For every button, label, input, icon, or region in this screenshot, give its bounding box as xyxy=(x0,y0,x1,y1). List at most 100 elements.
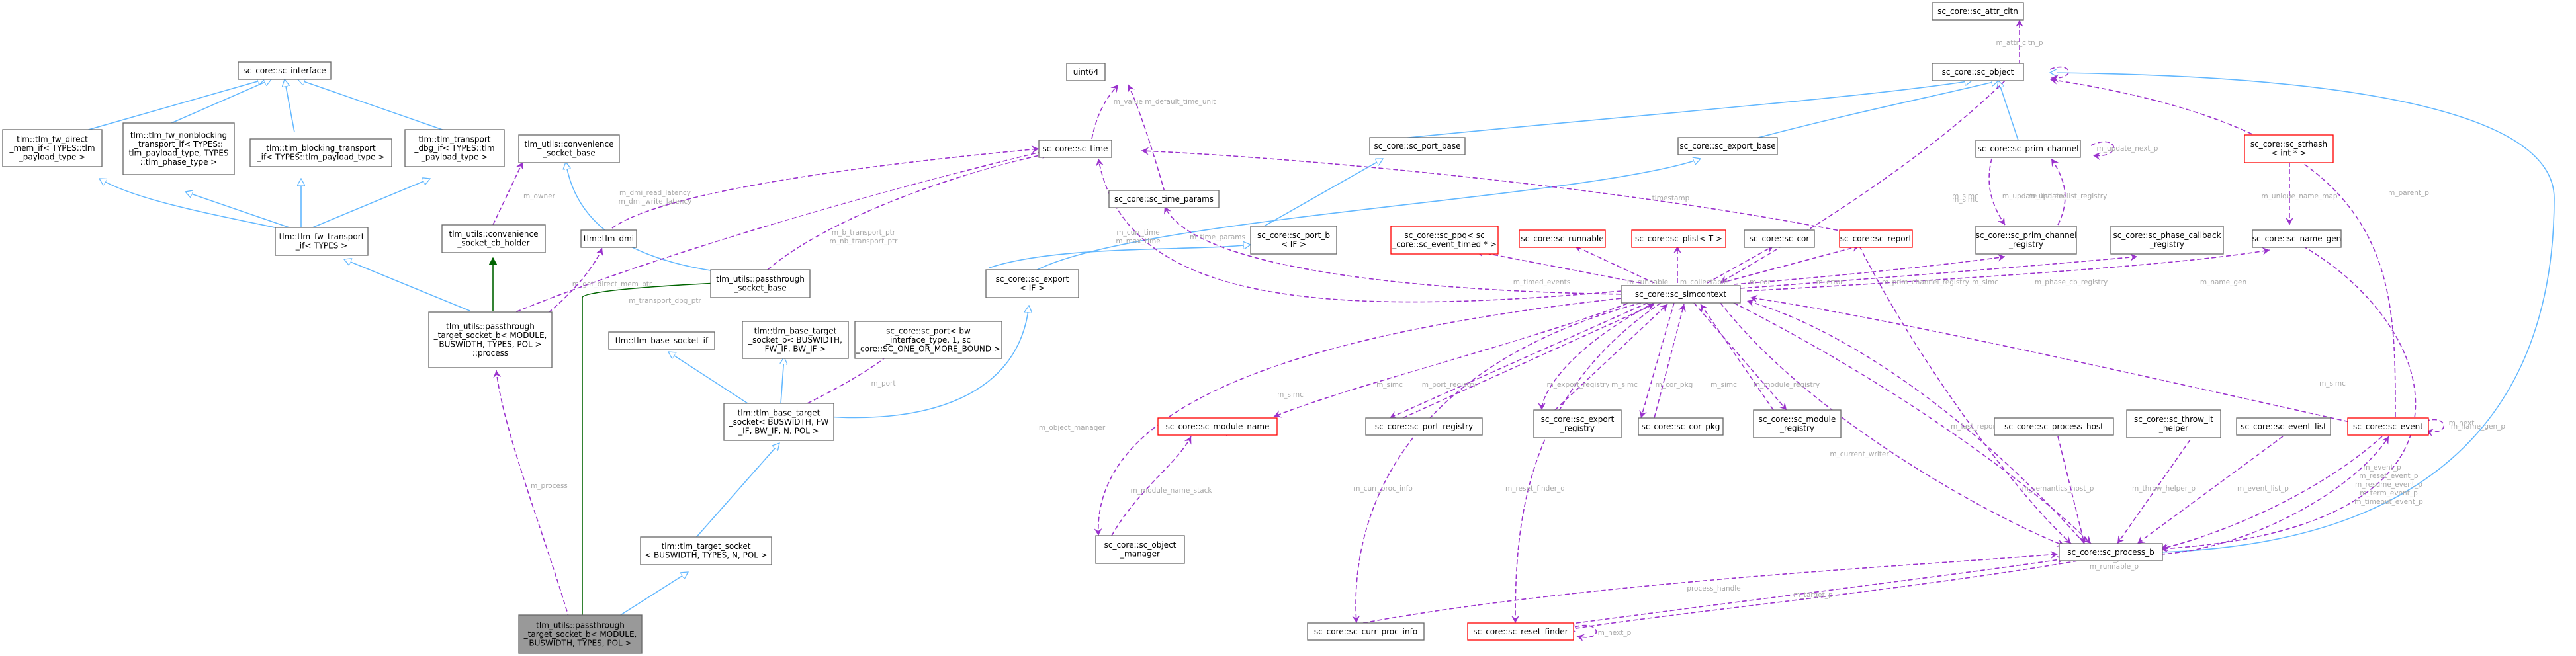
class-node-sc-object[interactable]: sc_core::sc_object xyxy=(1932,63,2024,81)
edge-label-simc: m_simc xyxy=(1952,192,1978,200)
node-label-line: _registry xyxy=(2008,240,2043,249)
node-label-line: sc_core::sc_ppq< sc xyxy=(1404,231,1484,240)
edge-basetarget-to-export xyxy=(826,306,1029,419)
class-node-sc-export-registry[interactable]: sc_core::sc_export_registry xyxy=(1533,409,1622,438)
class-node-blocking-transport-if[interactable]: tlm::tlm_blocking_transport_if< TYPES::t… xyxy=(249,138,392,167)
class-node-sc-prim-channel-registry[interactable]: sc_core::sc_prim_channel_registry xyxy=(1975,226,2077,255)
class-node-sc-module-name[interactable]: sc_core::sc_module_name xyxy=(1157,417,1278,436)
node-label-line: tlm::tlm_fw_nonblocking xyxy=(130,131,227,140)
class-node-sc-ppq[interactable]: sc_core::sc_ppq< sc_core::sc_event_timed… xyxy=(1390,226,1499,255)
class-node-sc-runnable[interactable]: sc_core::sc_runnable xyxy=(1519,229,1606,248)
class-node-fw-direct-mem-if[interactable]: tlm::tlm_fw_direct_mem_if< TYPES::tlm_pa… xyxy=(2,129,103,167)
class-node-transport-dbg-if[interactable]: tlm::tlm_transport_dbg_if< TYPES::tlm_pa… xyxy=(404,129,505,167)
class-node-sc-export-base[interactable]: sc_core::sc_export_base xyxy=(1677,137,1778,155)
class-node-tlm-base-socket-if[interactable]: tlm::tlm_base_socket_if xyxy=(608,331,715,350)
class-node-sc-attr-cltn[interactable]: sc_core::sc_attr_cltn xyxy=(1932,2,2024,20)
edge-label-event-list: m_event_list_p xyxy=(2237,485,2289,493)
class-node-sc-time[interactable]: sc_core::sc_time xyxy=(1038,140,1112,158)
class-node-sc-time-params[interactable]: sc_core::sc_time_params xyxy=(1108,190,1220,208)
class-node-passthrough-socket-base[interactable]: tlm_utils::passthrough_socket_base xyxy=(710,269,811,298)
class-node-sc-cor[interactable]: sc_core::sc_cor xyxy=(1744,229,1815,248)
node-label-line: sc_core::sc_report xyxy=(1840,234,1912,243)
class-node-sc-process-host[interactable]: sc_core::sc_process_host xyxy=(1994,417,2114,436)
class-node-sc-plist[interactable]: sc_core::sc_plist< T > xyxy=(1631,229,1726,248)
node-box xyxy=(1250,226,1337,255)
node-box xyxy=(2252,229,2342,248)
node-box xyxy=(518,614,643,654)
node-label-line: tlm_utils::convenience xyxy=(525,140,614,149)
class-node-sc-module-registry[interactable]: sc_core::sc_module_registry xyxy=(1753,409,1842,438)
class-node-sc-export[interactable]: sc_core::sc_export< IF > xyxy=(985,269,1079,298)
edge-fwdirect-to-interface xyxy=(79,79,265,133)
edge-processb-to-resetfinder xyxy=(1568,560,2078,633)
class-node-sc-throw-it-helper[interactable]: sc_core::sc_throw_it_helper xyxy=(2126,409,2221,438)
node-label-line: _socket_base xyxy=(542,149,595,158)
node-label-line: _socket_base xyxy=(733,284,786,293)
class-node-sc-port[interactable]: sc_core::sc_port< bw_interface_type, 1, … xyxy=(854,321,1002,359)
node-label-line: _dbg_if< TYPES::tlm xyxy=(414,144,494,153)
node-label-line: sc_core::sc_export_base xyxy=(1679,142,1775,151)
class-node-convenience-socket-base[interactable]: tlm_utils::convenience_socket_base xyxy=(518,134,620,163)
class-node-sc-report[interactable]: sc_core::sc_report xyxy=(1839,229,1913,248)
node-label-line: _interface_type, 1, sc xyxy=(885,335,971,345)
class-node-sc-strhash[interactable]: sc_core::sc_strhash< int * > xyxy=(2244,134,2334,163)
class-node-sc-event[interactable]: sc_core::sc_event xyxy=(2347,417,2429,436)
class-node-tlm-dmi[interactable]: tlm::tlm_dmi xyxy=(580,229,637,248)
edge-fwtransport-to-fwdirect xyxy=(99,179,279,229)
class-node-sc-name-gen[interactable]: sc_core::sc_name_gen xyxy=(2252,229,2342,248)
edge-label-prim-reg: m_prim_channel_registry xyxy=(1882,278,1969,286)
class-node-sc-process-b[interactable]: sc_core::sc_process_b xyxy=(2059,543,2163,561)
class-node-sc-object-manager[interactable]: sc_core::sc_object_manager xyxy=(1095,535,1185,564)
edge-event-to-processb xyxy=(2160,436,2383,552)
node-box xyxy=(518,134,620,163)
class-node-focus[interactable]: tlm_utils::passthrough_target_socket_b< … xyxy=(518,614,643,654)
edge-currproc-to-processb xyxy=(1362,550,2059,624)
class-node-tlm-fw-transport-if[interactable]: tlm::tlm_fw_transport_if< TYPES > xyxy=(275,227,369,256)
node-label-line: tlm::tlm_dmi xyxy=(584,234,634,243)
edge-label-update-list-registry: m_update_list_registry xyxy=(2029,192,2108,200)
node-box xyxy=(608,331,715,350)
node-box xyxy=(710,269,811,298)
class-node-tlm-base-target-socket[interactable]: tlm::tlm_base_target_socket< BUSWIDTH, F… xyxy=(723,403,834,441)
node-label-line: _if< TYPES > xyxy=(295,241,347,251)
class-node-sc-port-base[interactable]: sc_core::sc_port_base xyxy=(1369,137,1466,155)
node-label-line: _registry xyxy=(1560,424,1595,433)
edge-simcontext-to-report xyxy=(1720,244,1860,284)
edge-corpkg-to-simcontext xyxy=(1654,304,1687,419)
node-box xyxy=(122,122,235,175)
node-box xyxy=(275,227,369,256)
edge-label-current-writer: m_current_writer xyxy=(1830,450,1889,458)
edge-simcontext-to-portreg xyxy=(1389,302,1648,419)
class-node-tlm-base-target-socket-b[interactable]: tlm::tlm_base_target_socket_b< BUSWIDTH,… xyxy=(742,321,849,359)
class-node-sc-prim-channel[interactable]: sc_core::sc_prim_channel xyxy=(1975,140,2081,158)
class-node-sc-port-b[interactable]: sc_core::sc_port_b< IF > xyxy=(1250,226,1337,255)
edge-fwtransport-to-dbg xyxy=(310,179,430,229)
class-node-convenience-socket-cb-holder[interactable]: tlm_utils::convenience_socket_cb_holder xyxy=(441,224,546,253)
node-label-line: sc_core::sc_runnable xyxy=(1521,234,1603,243)
class-node-sc-interface[interactable]: sc_core::sc_interface xyxy=(238,62,332,80)
node-box xyxy=(2059,543,2163,561)
class-node-sc-port-registry[interactable]: sc_core::sc_port_registry xyxy=(1365,417,1483,436)
edge-process-b-to-object xyxy=(2050,73,2555,553)
class-node-fw-nonblocking-if[interactable]: tlm::tlm_fw_nonblocking_transport_if< TY… xyxy=(122,122,235,175)
class-node-sc-event-list[interactable]: sc_core::sc_event_list xyxy=(2236,417,2331,436)
edge-label-term-event-p: m_term_event_p xyxy=(2360,489,2418,497)
class-node-passthrough-process[interactable]: tlm_utils::passthrough_target_socket_b< … xyxy=(428,311,553,368)
class-node-uint64[interactable]: uint64 xyxy=(1066,63,1106,81)
class-node-sc-cor-proc-info[interactable]: sc_core::sc_curr_proc_info xyxy=(1307,622,1425,641)
node-box xyxy=(238,62,332,80)
edge-resetfinder-to-processb xyxy=(1561,555,2065,626)
class-node-sc-phase-callback-registry[interactable]: sc_core::sc_phase_callback_registry xyxy=(2110,226,2224,255)
node-label-line: tlm_payload_type, TYPES xyxy=(129,149,229,158)
node-label-line: _helper xyxy=(2158,424,2188,433)
edge-label-name-gen-p: m_name_gen_p xyxy=(2451,423,2506,430)
class-node-sc-reset-finder[interactable]: sc_core::sc_reset_finder xyxy=(1467,622,1574,641)
node-label-line: sc_core::sc_cor_pkg xyxy=(1642,422,1720,431)
edge-focus-to-process xyxy=(493,370,570,619)
node-label-line: _core::sc_event_timed * > xyxy=(1392,240,1497,249)
class-node-sc-simcontext[interactable]: sc_core::sc_simcontext xyxy=(1621,285,1741,304)
class-node-sc-cor-pkg[interactable]: sc_core::sc_cor_pkg xyxy=(1638,417,1724,436)
class-node-tlm-target-socket[interactable]: tlm::tlm_target_socket< BUSWIDTH, TYPES,… xyxy=(640,536,772,565)
node-label-line: _IF, BW_IF, N, POL > xyxy=(738,426,819,435)
node-box xyxy=(1066,63,1106,81)
